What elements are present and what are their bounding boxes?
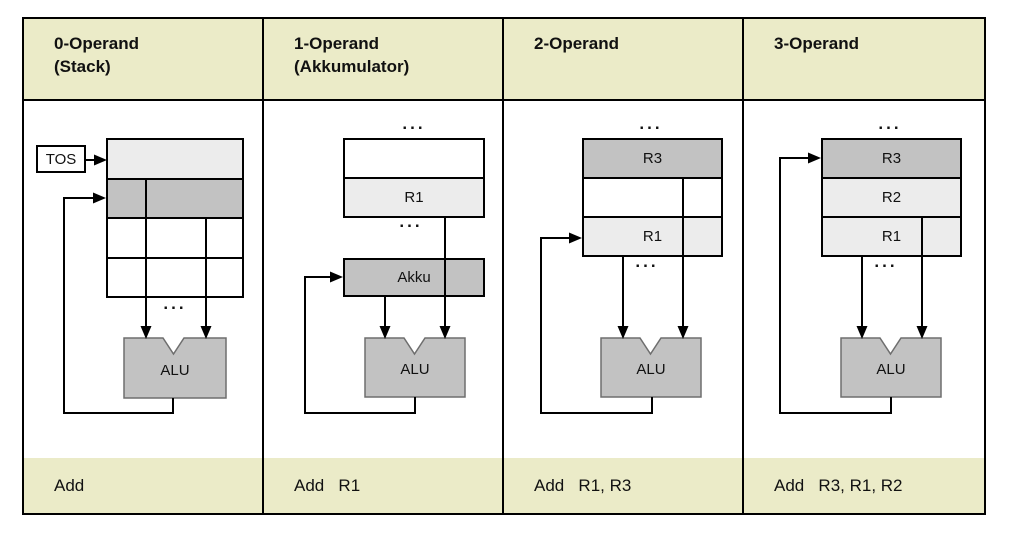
arrowhead <box>330 271 343 283</box>
register-block: R3 R1 <box>582 138 723 257</box>
diagram-3-operand: ... R3 R2 R1 ... ALU <box>744 101 984 458</box>
alu-label: ALU <box>400 361 430 378</box>
arrowhead <box>617 326 629 339</box>
header-title-line2: (Akkumulator) <box>294 57 410 76</box>
diagram-accumulator: ... R1 ... Akku ALU <box>264 101 504 458</box>
register-row <box>345 140 483 177</box>
ellipsis: ... <box>402 114 426 133</box>
alu-label: ALU <box>876 361 906 378</box>
register-row <box>108 177 242 217</box>
instruction-text: Add R1 <box>294 475 361 495</box>
ellipsis: ... <box>878 114 902 133</box>
ellipsis: ... <box>163 294 187 313</box>
register-block: R1 <box>343 138 485 218</box>
arrowhead <box>439 326 451 339</box>
arrowhead <box>916 326 928 339</box>
ellipsis: ... <box>639 114 663 133</box>
arrowhead <box>379 326 391 339</box>
header-1-operand: 1-Operand (Akkumulator) <box>264 19 504 101</box>
ellipsis: ... <box>635 252 659 271</box>
register-row: R2 <box>823 177 960 216</box>
register-row: R1 <box>823 216 960 255</box>
akku-label: Akku <box>397 269 431 286</box>
arrowhead <box>569 232 582 244</box>
register-row <box>584 177 721 216</box>
register-row: R3 <box>584 140 721 177</box>
register-row <box>108 256 242 296</box>
arrowhead <box>140 326 152 339</box>
register-block: R3 R2 R1 <box>821 138 962 257</box>
arrowhead <box>677 326 689 339</box>
akku-box: Akku <box>343 258 485 297</box>
header-title-line1: 1-Operand <box>294 34 380 53</box>
arrowhead <box>93 192 106 204</box>
alu-label: ALU <box>160 362 190 379</box>
instruction-2-operand: Add R1, R3 <box>504 458 744 513</box>
instruction-text: Add <box>54 475 85 495</box>
diagram-stack: TOS ... ALU <box>24 101 264 458</box>
arrowhead <box>856 326 868 339</box>
register-row <box>108 217 242 257</box>
instruction-text: Add R3, R1, R2 <box>774 475 903 495</box>
header-2-operand: 2-Operand <box>504 19 744 101</box>
header-title-line1: 3-Operand <box>774 34 860 53</box>
arrowhead <box>200 326 212 339</box>
diagram-2-operand: ... R3 R1 ... ALU <box>504 101 744 458</box>
instruction-text: Add R1, R3 <box>534 475 632 495</box>
header-title-line1: 2-Operand <box>534 34 620 53</box>
header-title-line1: 0-Operand <box>54 34 140 53</box>
ellipsis: ... <box>399 212 423 231</box>
header-0-operand: 0-Operand (Stack) <box>24 19 264 101</box>
ellipsis: ... <box>874 252 898 271</box>
register-row: R1 <box>345 177 483 216</box>
register-row: R3 <box>823 140 960 177</box>
operand-architecture-table: 0-Operand (Stack) 1-Operand (Akkumulator… <box>22 17 986 515</box>
tos-label: TOS <box>45 150 77 168</box>
register-row <box>108 140 242 178</box>
header-title-line2: (Stack) <box>54 57 111 76</box>
header-3-operand: 3-Operand <box>744 19 984 101</box>
instruction-accumulator: Add R1 <box>264 458 504 513</box>
instruction-stack: Add <box>24 458 264 513</box>
alu-label: ALU <box>636 361 666 378</box>
register-row: R1 <box>584 216 721 255</box>
stack-register-block <box>106 138 244 298</box>
tos-box: TOS <box>36 145 86 173</box>
instruction-3-operand: Add R3, R1, R2 <box>744 458 984 513</box>
arrowhead <box>808 152 821 164</box>
